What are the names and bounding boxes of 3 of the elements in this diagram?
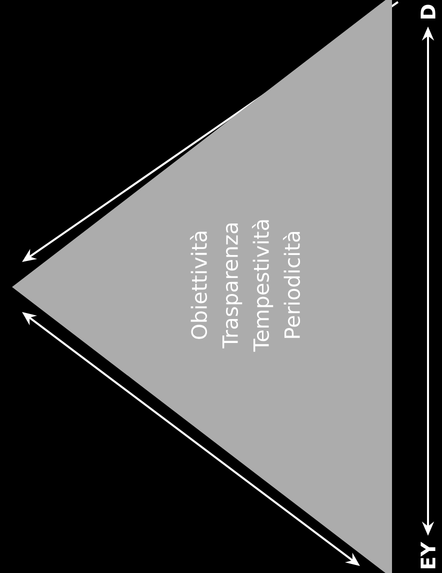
axis-label: D	[420, 4, 436, 18]
triangle: Obiettività Trasparenza Tempestività Periodicità	[12, 0, 392, 573]
axis-label: EY	[420, 542, 436, 568]
